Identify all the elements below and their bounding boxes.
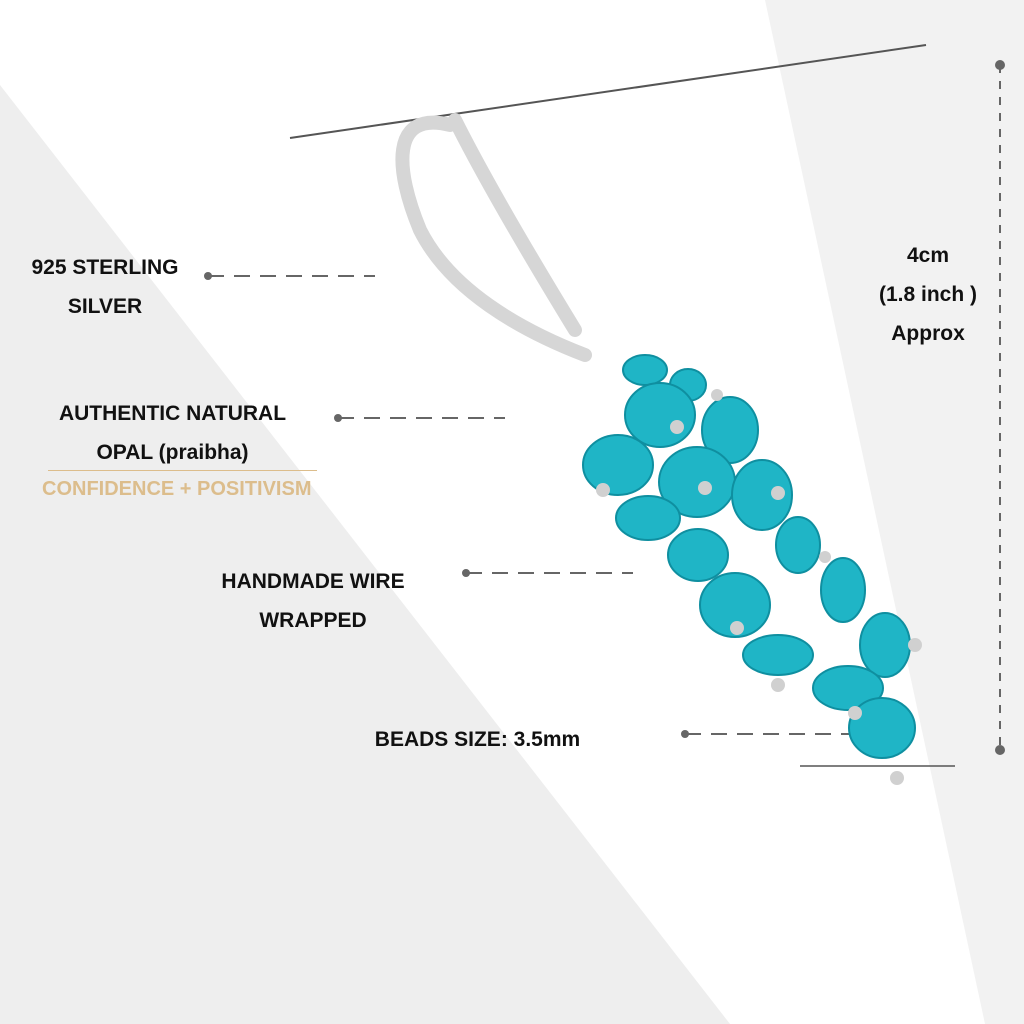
opal-tagline: CONFIDENCE + POSITIVISM — [42, 478, 312, 500]
right-gray-panel — [765, 0, 1024, 1024]
left-gray-panel — [0, 85, 730, 1024]
dimension-label: 4cm (1.8 inch ) Approx — [878, 244, 978, 345]
gold-divider — [48, 470, 317, 471]
feature-silver: 925 STERLING SILVER — [31, 256, 179, 318]
feature-wire: HANDMADE WIRE WRAPPED — [221, 570, 405, 632]
feature-beads: BEADS SIZE: 3.5mm — [374, 728, 581, 751]
feature-opal: AUTHENTIC NATURAL OPAL (praibha) — [58, 402, 287, 464]
earring-hook — [395, 113, 592, 362]
opal-beads — [582, 354, 922, 785]
top-measure-line — [289, 44, 927, 139]
pointer-lines — [208, 275, 850, 735]
